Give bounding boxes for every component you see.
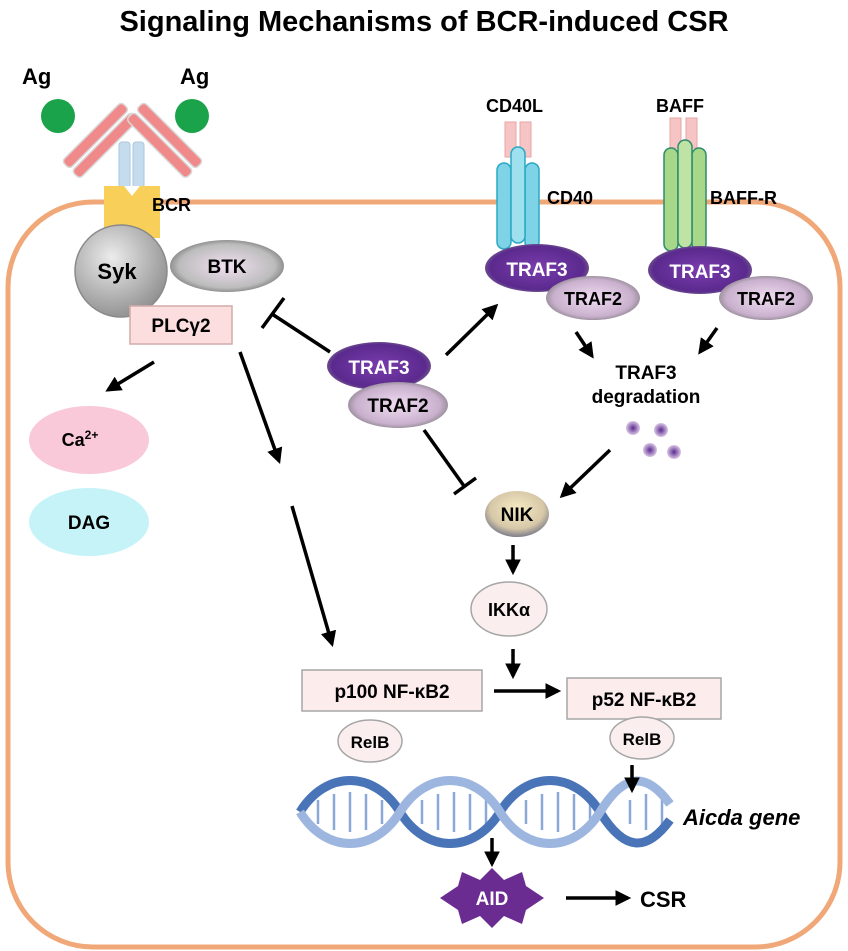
inhibit-traf-to-nik (422, 428, 466, 488)
relb-right-label: RelB (623, 730, 662, 749)
dag-label: DAG (68, 513, 110, 534)
ag-left-label: Ag (22, 64, 51, 89)
syk-node (74, 224, 168, 318)
traf2-baff-node (719, 276, 813, 320)
traf2-center-label: TRAF2 (367, 396, 428, 417)
p100-box (301, 669, 483, 712)
arrow-plc-down-1 (238, 351, 283, 464)
traf2-cd40-label: TRAF2 (564, 289, 622, 309)
relb-left-label: RelB (351, 733, 390, 752)
traf2-cd40-node (546, 276, 640, 320)
relb-right-node (609, 716, 675, 760)
bcr-receptor (41, 99, 209, 238)
csr-label: CSR (640, 887, 687, 912)
plcg2-label: PLCγ2 (151, 316, 210, 337)
traf3-degradation-label-2: degradation (592, 387, 701, 408)
degraded-traf3-fragments (626, 421, 681, 459)
arrow-traf-to-cd40 (444, 303, 499, 357)
arrow-plc-to-ca (105, 360, 155, 392)
cd40l-label: CD40L (486, 96, 543, 116)
ikka-label: IKKα (488, 600, 530, 620)
p52-label: p52 NF-κB2 (592, 690, 697, 711)
relb-left-node (337, 719, 403, 763)
p52-box (566, 677, 722, 720)
arrow-plc-to-p100 (290, 505, 337, 648)
p100-label: p100 NF-κB2 (334, 682, 449, 703)
ag-right-label: Ag (180, 64, 209, 89)
traf3-cd40-label: TRAF3 (506, 260, 567, 281)
nik-node (485, 491, 549, 537)
btk-label: BTK (207, 257, 246, 278)
nik-label: NIK (501, 505, 534, 526)
arrow-degradation-to-nik (559, 448, 612, 499)
cd40-receptor (496, 146, 540, 250)
bcr-label: BCR (152, 195, 191, 215)
btk-node (170, 240, 284, 292)
traf3-center-node (327, 342, 431, 390)
traf3-baff-label: TRAF3 (669, 262, 730, 283)
arrow-cd40-to-degradation (574, 331, 594, 359)
traf3-center-label: TRAF3 (348, 358, 409, 379)
antigen-left (41, 99, 75, 133)
aid-label: AID (476, 889, 509, 910)
antigen-right (175, 99, 209, 133)
baffr-label: BAFF-R (710, 188, 777, 208)
cell-membrane (5, 199, 843, 950)
gene-label: Aicda gene (682, 805, 800, 830)
syk-label: Syk (97, 259, 137, 284)
calcium-node (29, 406, 149, 474)
traf3-degradation-label-1: TRAF3 (615, 363, 676, 384)
baff-label: BAFF (656, 96, 704, 116)
baffr-receptor (663, 139, 707, 252)
diagram-title: Signaling Mechanisms of BCR-induced CSR (119, 6, 729, 38)
dna-helix (296, 776, 674, 848)
inhibit-traf-to-plc (271, 312, 331, 354)
aid-node (440, 868, 544, 928)
traf3-baff-node (648, 246, 752, 294)
traf2-center-node (348, 382, 448, 428)
traf2-baff-label: TRAF2 (737, 289, 795, 309)
ikka-node (470, 581, 548, 637)
calcium-label: Ca2+ (62, 428, 99, 450)
cd40-label: CD40 (547, 188, 593, 208)
arrow-baff-to-degradation (698, 326, 719, 355)
plcg2-box (129, 305, 233, 345)
dag-node (29, 488, 149, 556)
traf3-cd40-node (485, 244, 589, 292)
